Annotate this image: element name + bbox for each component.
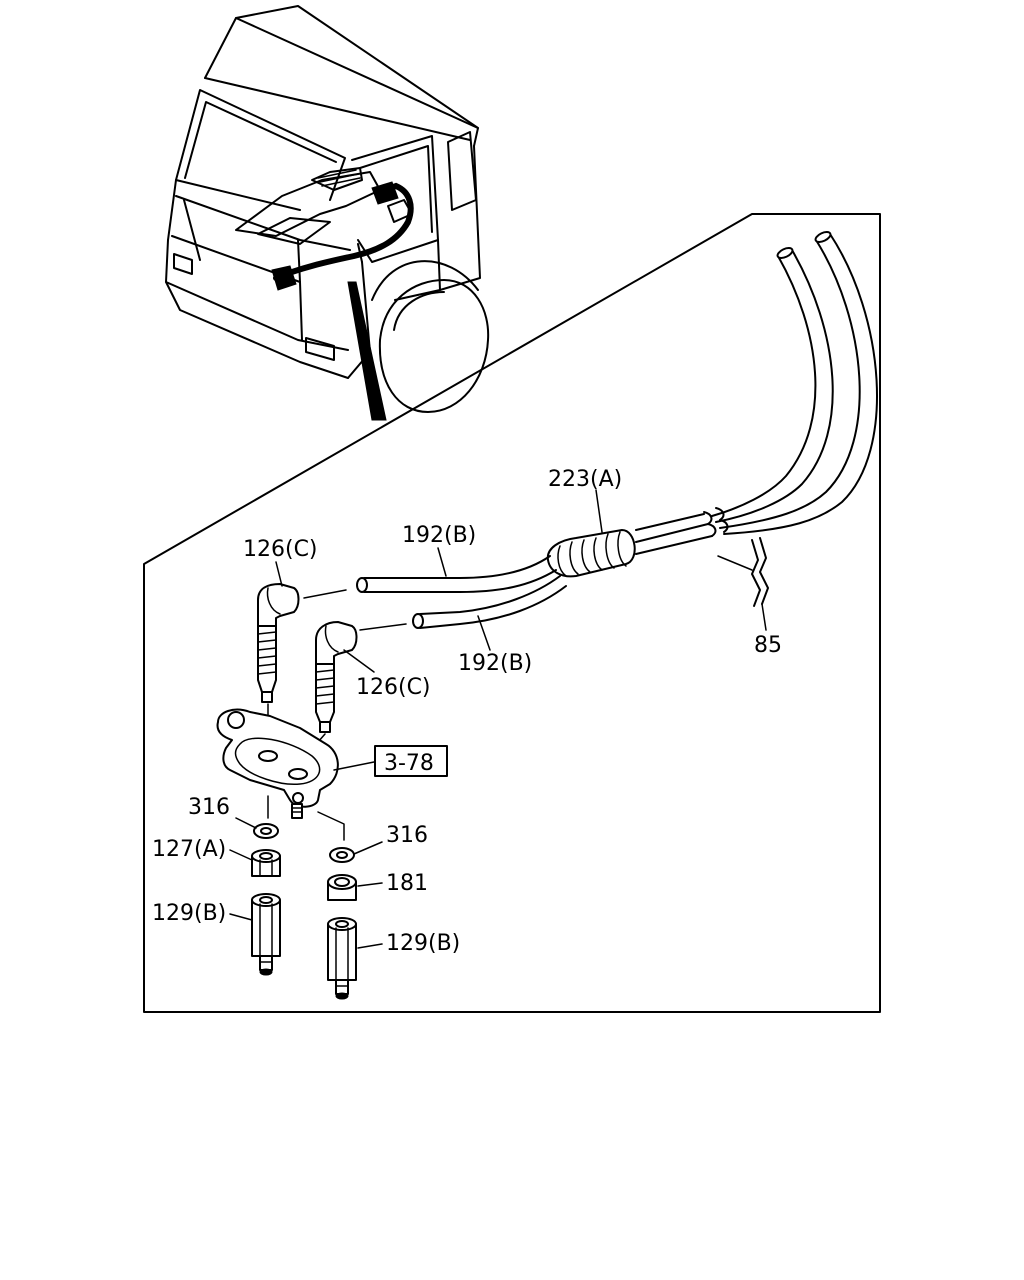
callout-clip: 85 xyxy=(754,633,782,658)
hose-pair xyxy=(635,231,878,555)
truck-cab-illustration xyxy=(165,5,490,421)
leader-lines xyxy=(229,489,767,949)
callout-nut-left: 127(A) xyxy=(152,837,226,862)
callout-nozzle-right: 126(C) xyxy=(356,675,431,700)
left-fastener-stack xyxy=(251,795,281,976)
right-fastener-stack xyxy=(317,811,357,1000)
callout-spacer-right: 129(B) xyxy=(386,931,460,956)
detail-frame xyxy=(143,213,881,1013)
corrugated-sleeve xyxy=(546,529,636,578)
callout-ref-box: 3-78 xyxy=(384,751,434,776)
callout-nut-right: 181 xyxy=(386,871,428,896)
ref-box xyxy=(374,745,448,777)
clip-part xyxy=(717,537,769,607)
callout-hose-upper: 192(B) xyxy=(402,523,476,548)
callout-washer-right: 316 xyxy=(386,823,428,848)
mounting-bracket xyxy=(216,708,375,819)
callout-spacer-left: 129(B) xyxy=(152,901,226,926)
callout-hose-lower: 192(B) xyxy=(458,651,532,676)
callout-hose-bundle: 223(A) xyxy=(548,467,622,492)
callout-washer-left: 316 xyxy=(188,795,230,820)
hoses-to-nozzles xyxy=(303,555,567,631)
callout-nozzle-left: 126(C) xyxy=(243,537,318,562)
